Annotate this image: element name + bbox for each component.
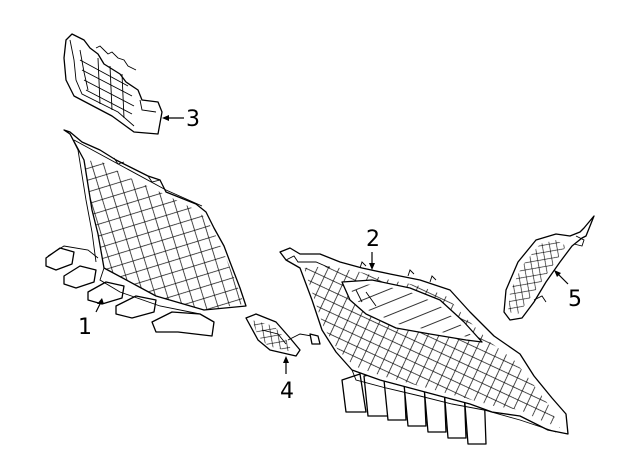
part-3-upper-grille (63, 33, 163, 135)
part-1-left-grille (45, 129, 247, 337)
leader-lines (95, 115, 569, 374)
callout-5: 5 (568, 287, 582, 312)
callout-3: 3 (186, 107, 200, 132)
callout-2: 2 (366, 227, 380, 252)
callout-1: 1 (78, 315, 92, 340)
part-4-sensor-bracket (245, 313, 321, 357)
callout-4: 4 (280, 379, 294, 404)
part-5-trim-strip (503, 215, 595, 321)
part-2-right-grille (279, 247, 569, 445)
